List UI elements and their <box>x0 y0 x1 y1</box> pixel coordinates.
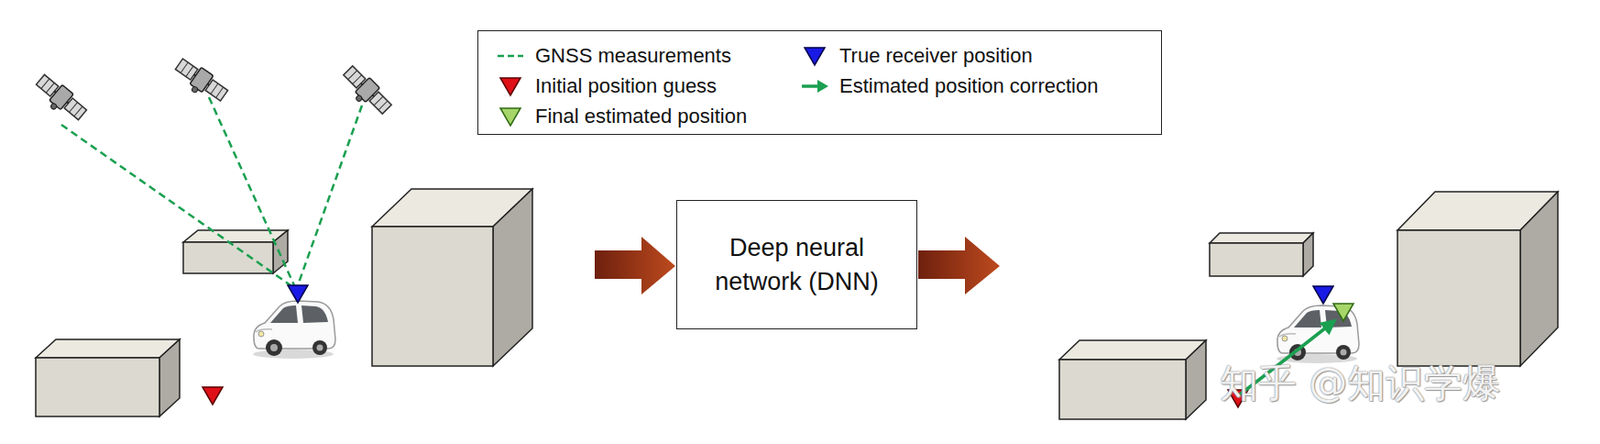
legend-entry: GNSS measurements <box>494 41 732 71</box>
gnss-measurement <box>297 105 362 285</box>
building-small <box>183 230 288 274</box>
legend-entry: Estimated position correction <box>799 71 1098 101</box>
legend-text: GNSS measurements <box>535 43 732 68</box>
car <box>252 300 336 359</box>
flow-arrow <box>594 236 676 295</box>
building-low <box>1059 339 1206 419</box>
legend-box: GNSS measurements True receiver positionI… <box>477 30 1162 135</box>
legend-sample <box>799 44 831 67</box>
triangle-marker-sample <box>500 77 521 96</box>
building-front <box>35 357 160 417</box>
building-small <box>1209 232 1314 276</box>
left-scene <box>31 55 533 417</box>
building-top <box>183 230 288 242</box>
triangle-marker-sample <box>500 108 521 126</box>
arrow-head-sample <box>817 79 829 93</box>
true-position-marker <box>287 284 308 303</box>
watermark: 知乎 @知识学爆 <box>1219 357 1502 409</box>
flow-arrow <box>918 236 1000 295</box>
legend-sample <box>799 75 831 98</box>
legend-entry: Initial position guess <box>494 71 717 101</box>
building-top <box>1209 232 1314 243</box>
building-front <box>1059 359 1186 419</box>
building-side <box>1520 191 1558 366</box>
legend-entry: Final estimated position <box>494 101 747 132</box>
building-large <box>372 188 533 366</box>
building-top <box>35 339 180 358</box>
dashed-line-sample <box>497 54 524 58</box>
process-box: Deep neural network (DNN) <box>676 199 918 329</box>
right-scene <box>1059 191 1558 419</box>
legend-text: Estimated position correction <box>839 74 1098 99</box>
legend-text: Final estimated position <box>535 104 747 129</box>
legend-sample <box>494 44 527 67</box>
true-position-marker <box>1313 285 1334 304</box>
building-front <box>1209 242 1304 276</box>
building-front <box>183 241 274 274</box>
building-side <box>1303 232 1314 276</box>
legend-sample <box>494 75 527 98</box>
legend-text: Initial position guess <box>535 74 717 99</box>
final-position-marker <box>1333 303 1354 321</box>
legend-sample <box>494 105 527 128</box>
initial-guess-marker <box>202 386 223 405</box>
gnss-measurement <box>208 97 295 285</box>
box-label: Deep neural network (DNN) <box>699 230 895 298</box>
arrow-sample <box>801 84 820 88</box>
building-low <box>35 339 180 417</box>
legend-entry: True receiver position <box>799 41 1033 71</box>
building-front <box>372 226 494 366</box>
building-top <box>1059 339 1206 360</box>
triangle-marker-sample <box>804 47 825 66</box>
building-side <box>493 188 533 366</box>
satellite <box>337 63 395 121</box>
satellite <box>31 71 89 126</box>
gnss-measurement <box>61 124 291 285</box>
building-side <box>159 339 180 417</box>
legend-text: True receiver position <box>839 43 1033 68</box>
building-front <box>1397 230 1521 366</box>
building-large <box>1397 191 1558 366</box>
building-side <box>1185 339 1206 419</box>
satellite <box>170 55 231 109</box>
